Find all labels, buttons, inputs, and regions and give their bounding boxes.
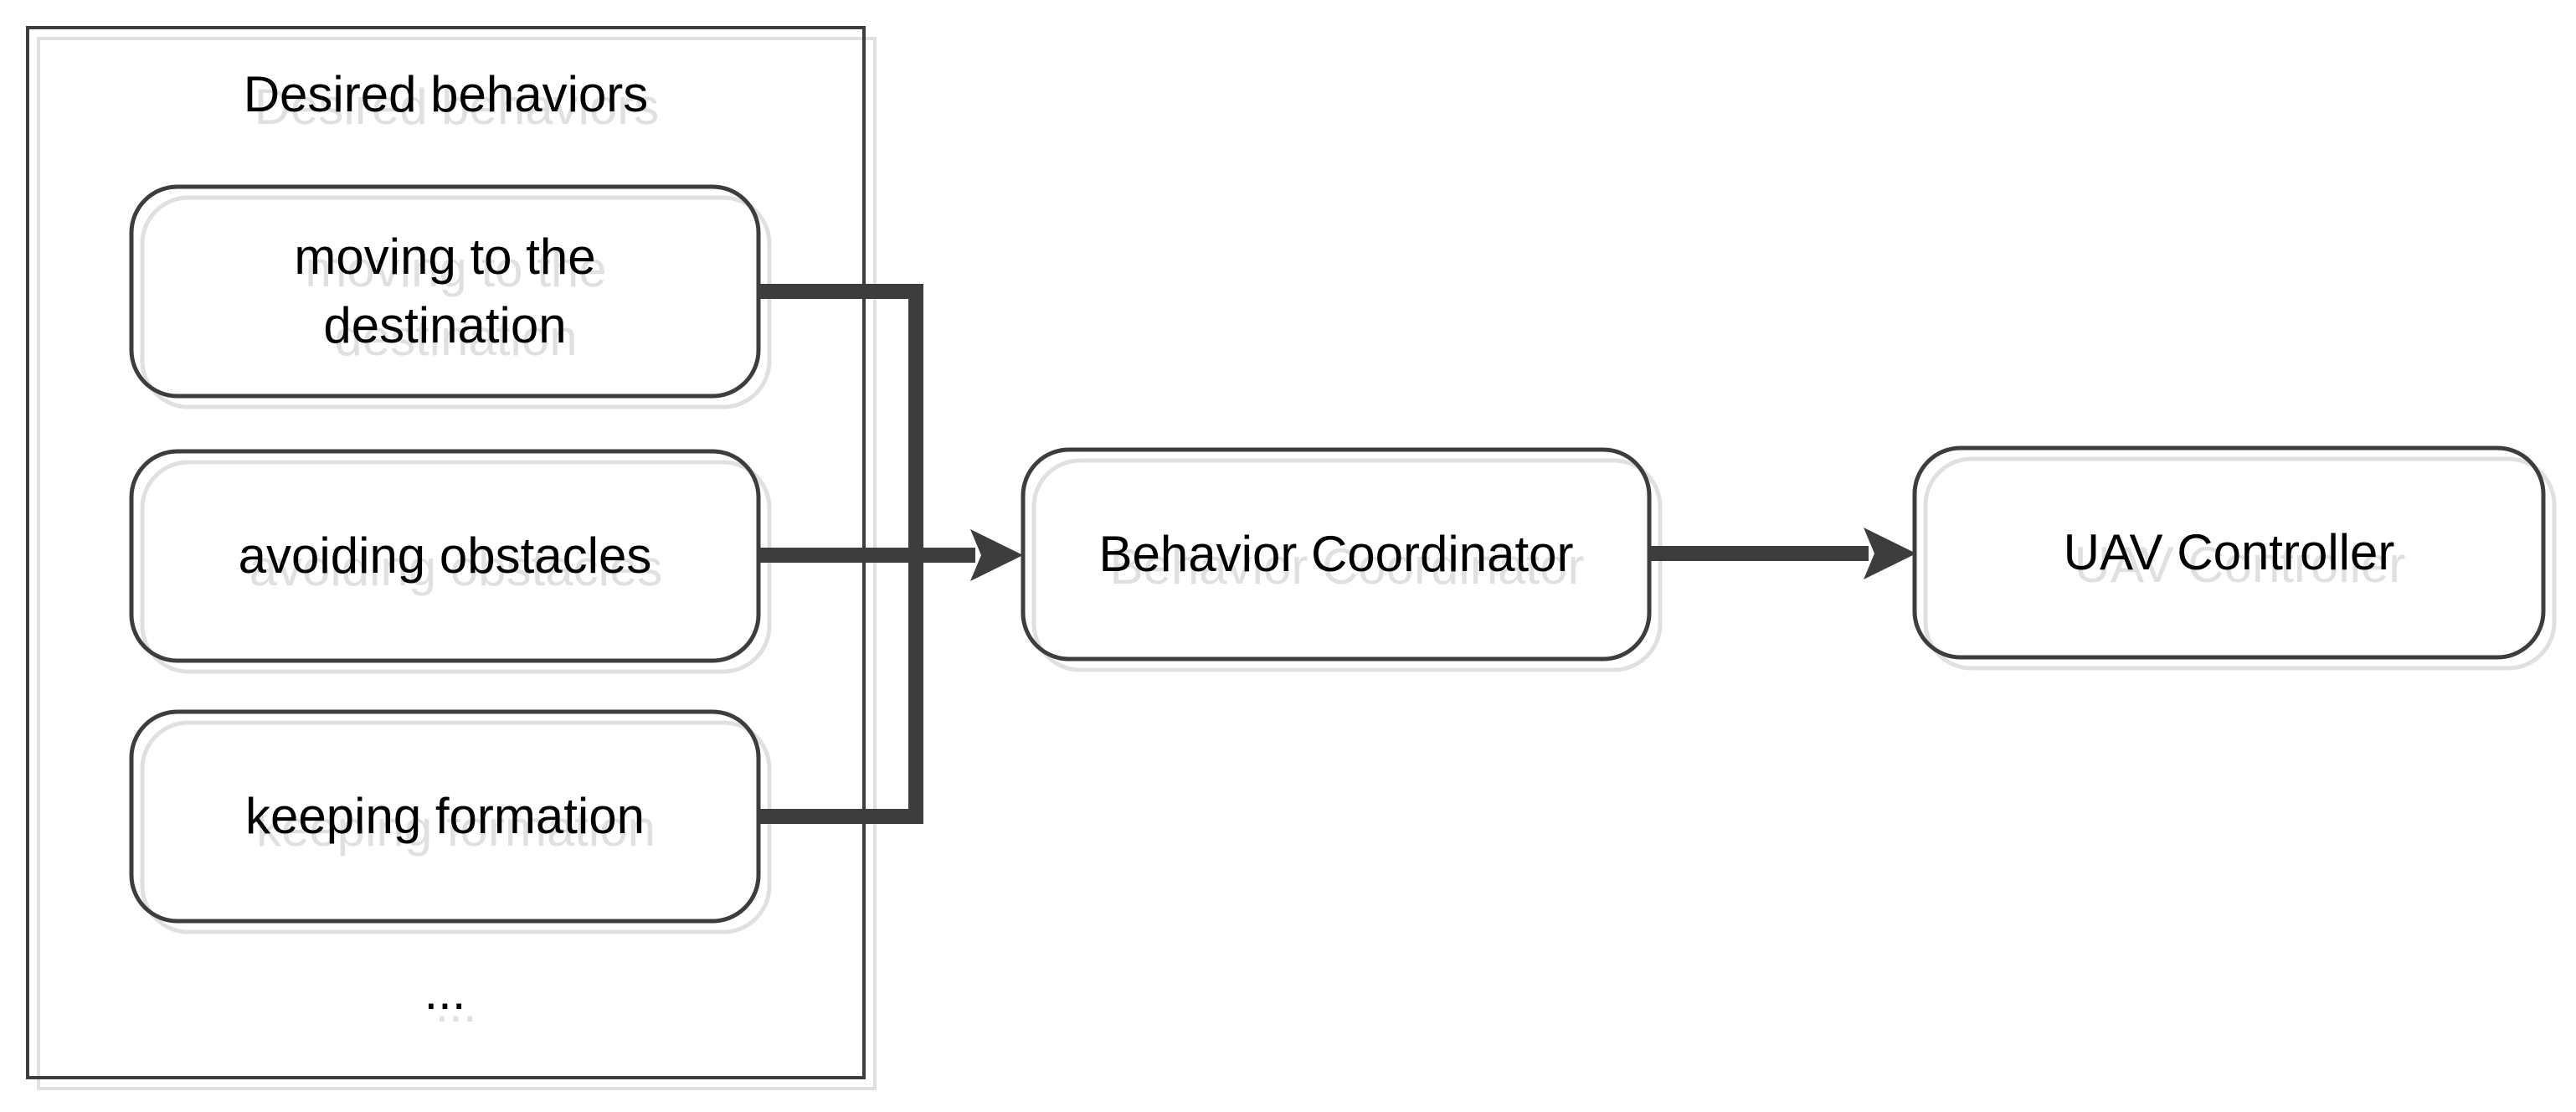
behavior-box-keeping-shadow (140, 720, 772, 934)
desired-behaviors-panel-shadow (37, 37, 877, 1090)
behavior-label-avoiding: avoiding obstacles (238, 528, 652, 584)
behavior-label-moving: moving to the destination (294, 229, 596, 353)
behavior-label-keeping: keeping formation (245, 788, 645, 844)
coordinator-label: Behavior Coordinator (1098, 526, 1574, 582)
arrowhead-to-controller (1864, 528, 1916, 579)
controller-box (1912, 445, 2546, 660)
controller-box-shadow (1923, 456, 2557, 671)
panel-title: Desired behaviors (243, 66, 649, 122)
controller-label: UAV Controller (2063, 524, 2395, 580)
behaviors-ellipsis: ... (424, 964, 466, 1020)
coordinator-box-shadow (1031, 458, 1663, 672)
behavior-box-avoiding-shadow (140, 460, 772, 674)
arrowhead-to-coordinator (970, 529, 1023, 581)
behavior-box-moving-shadow (140, 195, 772, 409)
